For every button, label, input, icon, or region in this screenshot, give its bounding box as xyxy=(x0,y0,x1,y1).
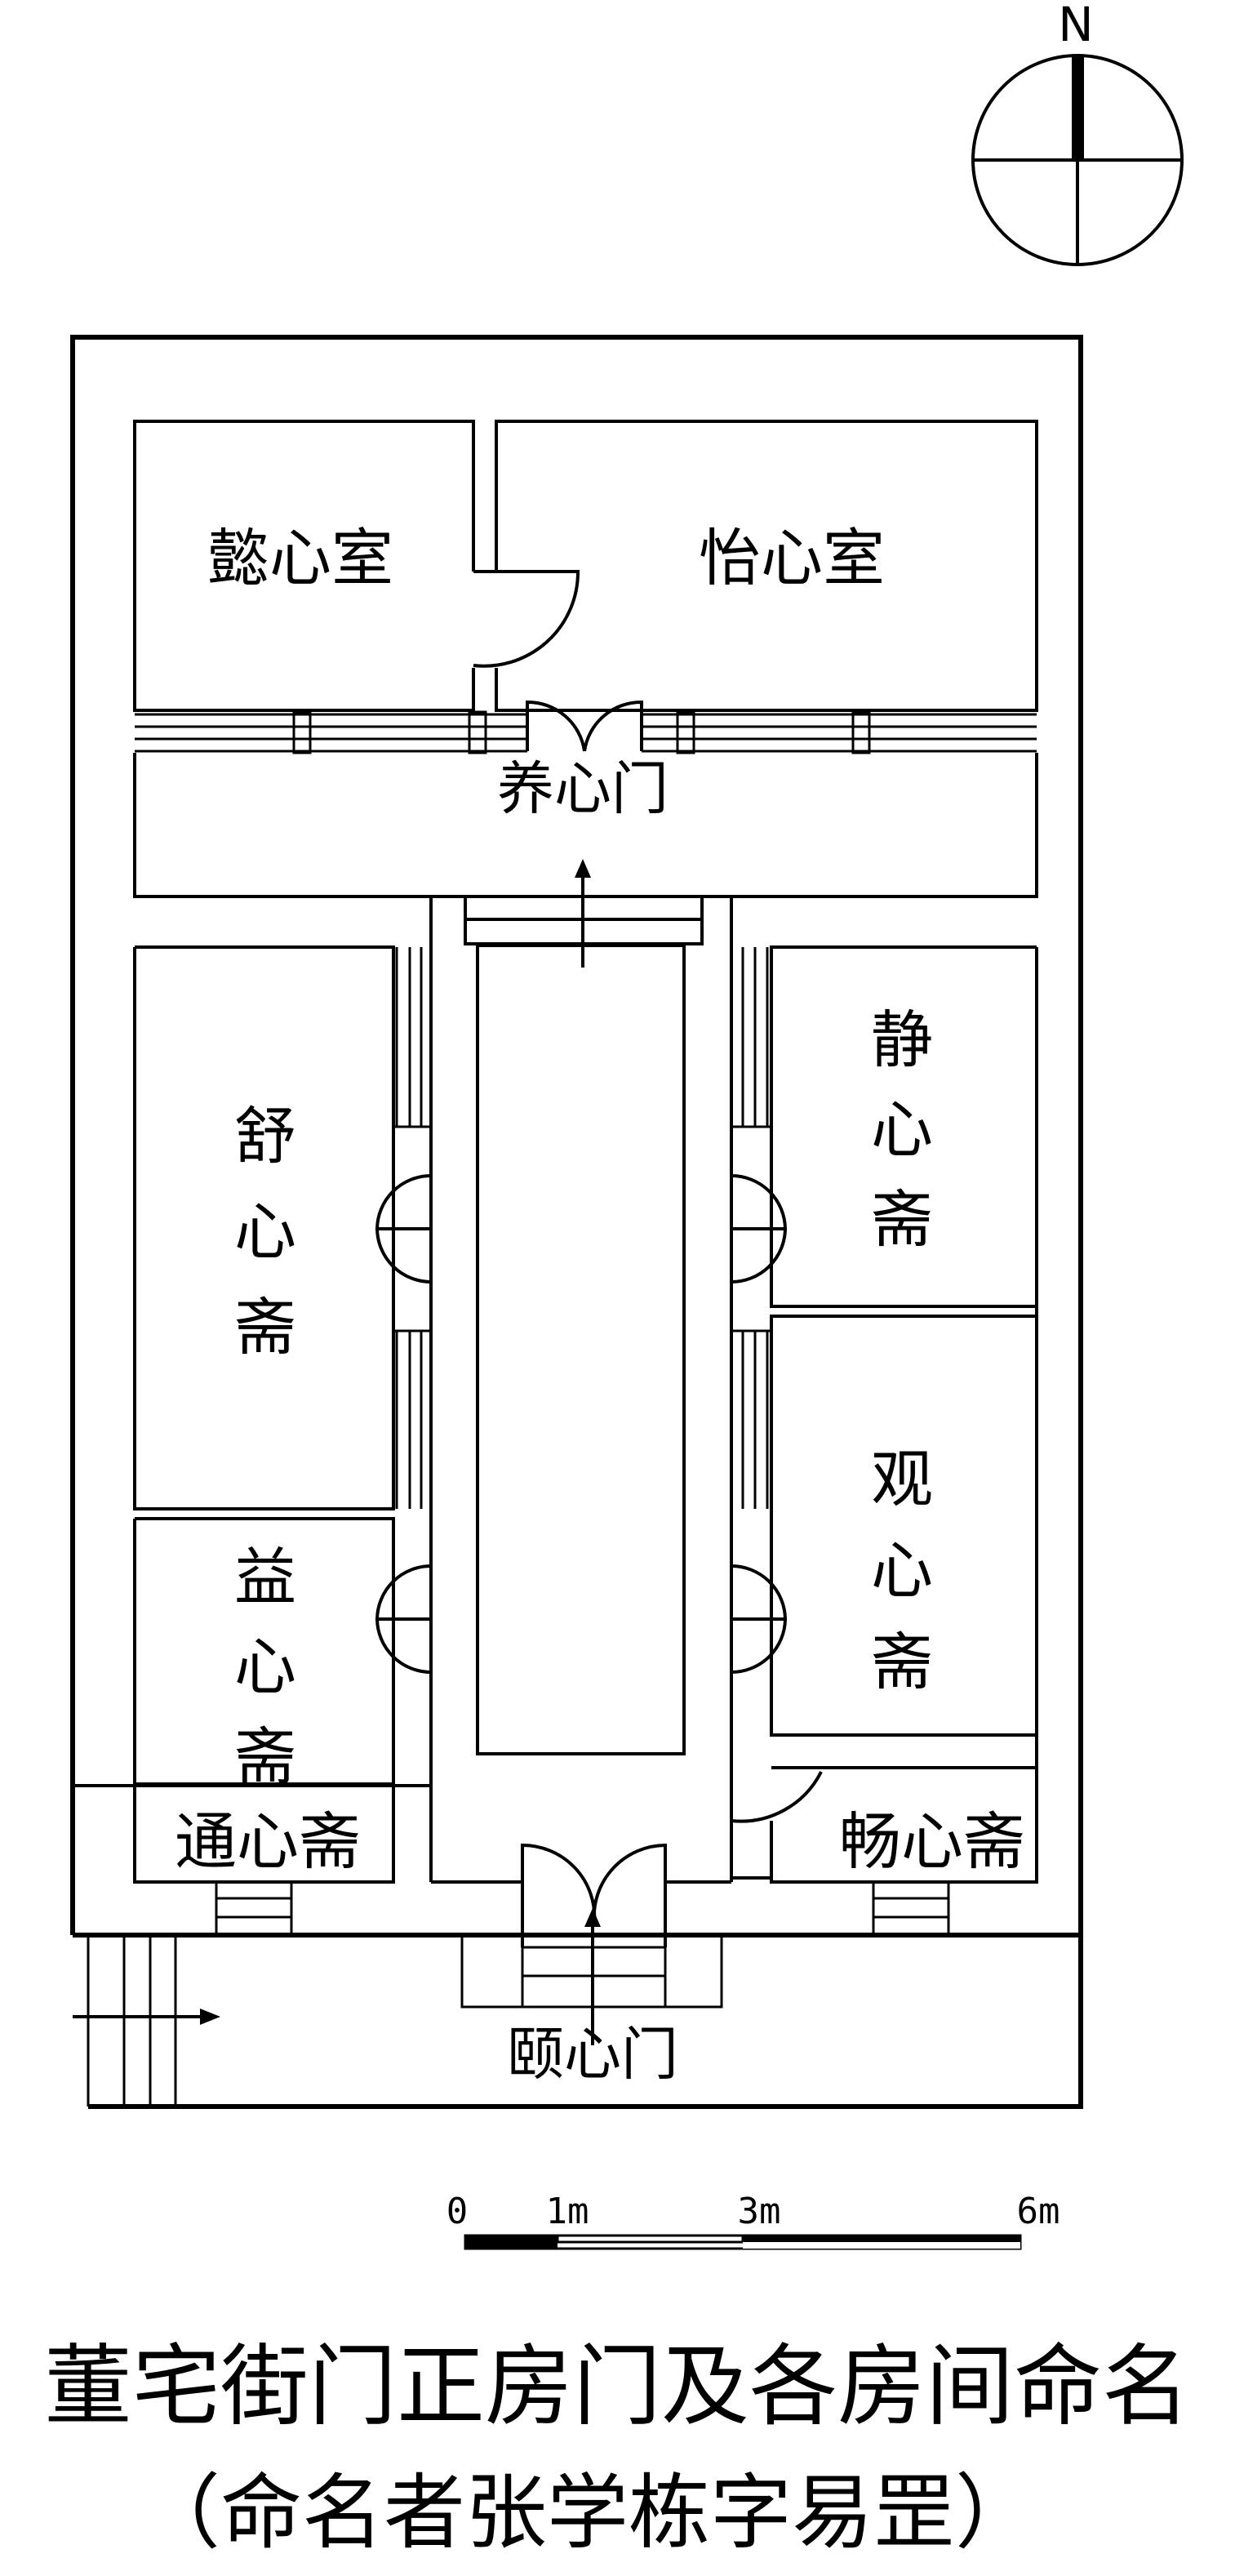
gate-label-yixin-men: 颐心门 xyxy=(507,2021,678,2088)
entry-arrow-south-head xyxy=(584,1908,601,1927)
wall-room-changxin-zhai xyxy=(770,1766,1038,1884)
window-strip-north-right xyxy=(642,710,1037,754)
entry-arrow-north-head xyxy=(575,859,591,878)
scale-label-0: 0 xyxy=(446,2191,469,2232)
room-label-jingxin-zhai-2: 心 xyxy=(871,1093,933,1166)
room-label-yixin-shi: 懿心室 xyxy=(207,522,393,594)
scale-label-1m: 1m xyxy=(546,2191,589,2232)
room-label-tongxin-zhai: 通心斋 xyxy=(175,1805,361,1878)
east-rooms: 静 心 斋 观 心 斋 xyxy=(730,945,1038,1882)
room-label-jingxin-zhai-3: 斋 xyxy=(871,1183,933,1256)
room-label-shuxin-zhai-1: 舒 xyxy=(234,1100,296,1172)
scale-bar-segment-3-6-inner xyxy=(743,2242,1020,2249)
scale-bar-segment-1-3 xyxy=(556,2234,744,2244)
door-swing-north xyxy=(473,570,580,668)
courtyard xyxy=(429,895,733,1882)
wall-room-guanxin-zhai xyxy=(770,1315,1037,1737)
room-label-changxin-zhai: 畅心斋 xyxy=(839,1805,1025,1878)
door-leaf-guanxin-zhai-top xyxy=(731,1564,788,1621)
door-leaf-yixin-zhai-top xyxy=(375,1564,432,1621)
wall-room-yixin-shi-2 xyxy=(495,420,1038,712)
window-strip-north-left xyxy=(135,710,527,754)
room-label-guanxin-zhai-1: 观 xyxy=(871,1443,933,1515)
room-label-yixin-zhai-2: 心 xyxy=(234,1631,296,1703)
wall-room-yixin-shi xyxy=(133,420,475,712)
door-leaf-guanxin-zhai-bottom xyxy=(731,1618,787,1674)
courtyard-garden-bed xyxy=(476,944,686,1755)
scale-bar: 0 1m 3m 6m xyxy=(446,2191,1060,2250)
room-label-yixin-shi-2: 怡心室 xyxy=(699,522,885,594)
steps-changxin-zhai xyxy=(872,1880,950,1937)
door-leaf-yangxin-gate-right xyxy=(583,700,643,752)
scale-label-6m: 6m xyxy=(1017,2191,1060,2232)
door-swing-changxin-zhai xyxy=(730,1771,823,1880)
entry-arrow-west-head xyxy=(200,2009,220,2025)
west-entry-steps xyxy=(87,1937,177,2107)
scale-bar-segment-0-1 xyxy=(465,2236,558,2249)
south-area: 通心斋 畅心斋 颐心门 xyxy=(73,1766,1038,2107)
steps-tongxin-zhai xyxy=(215,1880,293,1937)
window-column-west xyxy=(393,947,433,1509)
room-label-jingxin-zhai-1: 静 xyxy=(871,1003,933,1076)
room-label-shuxin-zhai-3: 斋 xyxy=(234,1291,296,1364)
scale-label-3m: 3m xyxy=(738,2191,781,2232)
room-label-shuxin-zhai-2: 心 xyxy=(234,1195,296,1268)
compound-outer-wall xyxy=(70,335,1083,2109)
window-column-east xyxy=(730,947,771,1509)
door-leaf-yixin-zhai-bottom xyxy=(375,1618,432,1674)
corridor-north: 养心门 xyxy=(133,753,1038,968)
wall-room-shuxin-zhai xyxy=(133,945,395,1510)
door-leaf-yangxin-gate-left xyxy=(526,700,586,752)
door-leaf-yixin-gate-right xyxy=(592,1843,667,1947)
west-rooms: 舒 心 斋 益 心 斋 xyxy=(133,945,433,1793)
room-label-guanxin-zhai-2: 心 xyxy=(871,1534,933,1607)
door-leaf-shuxin-zhai-bottom xyxy=(375,1228,432,1284)
compass-north-needle xyxy=(1072,57,1084,160)
compass: N xyxy=(971,0,1184,266)
diagram-subtitle: （命名者张学栋字易罡） xyxy=(139,2465,1037,2560)
north-rooms: 懿心室 怡心室 xyxy=(133,420,1038,754)
room-label-yixin-zhai-1: 益 xyxy=(234,1541,296,1613)
door-leaf-shuxin-zhai-top xyxy=(375,1174,432,1230)
door-leaf-yixin-gate-left xyxy=(521,1843,597,1947)
room-label-yixin-zhai-3: 斋 xyxy=(234,1720,296,1793)
door-leaf-jingxin-zhai-top xyxy=(731,1174,788,1230)
north-label: N xyxy=(1058,0,1093,52)
room-label-guanxin-zhai-3: 斋 xyxy=(871,1626,933,1698)
diagram-title: 董宅街门正房门及各房间命名 xyxy=(44,2336,1190,2438)
gate-label-yangxin-men: 养心门 xyxy=(497,755,669,822)
door-leaf-jingxin-zhai-bottom xyxy=(731,1228,787,1284)
